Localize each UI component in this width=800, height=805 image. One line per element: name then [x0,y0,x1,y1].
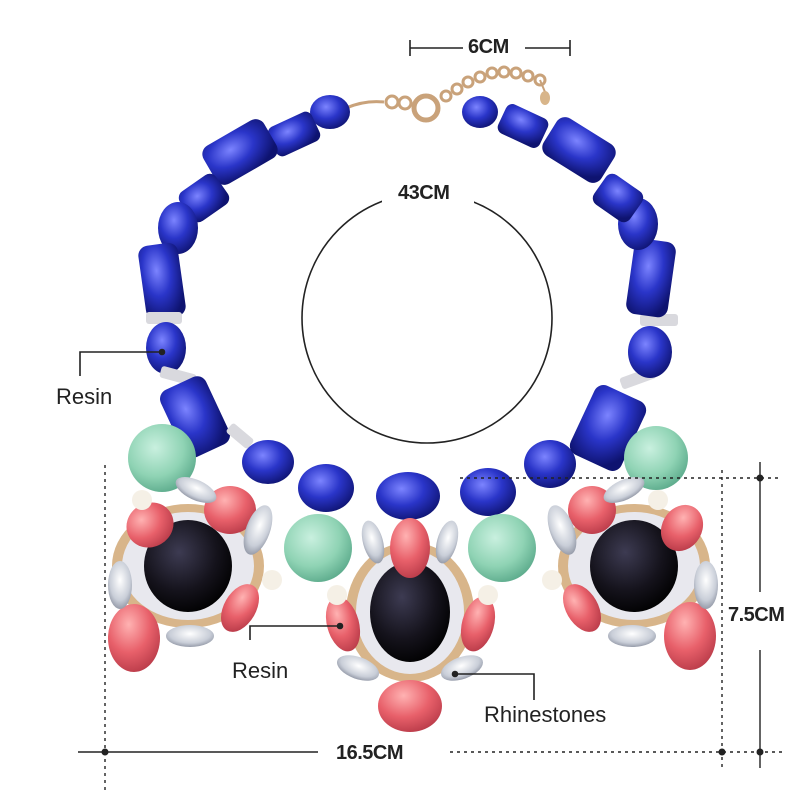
pendant-height-label: 7.5CM [728,604,785,626]
crystal-material-label: Rhinestones [484,702,607,727]
pendant-dimension-guides [78,462,782,790]
left-pendant [108,477,282,672]
chain-length-guide [301,180,553,444]
center-pendant [325,518,498,732]
pendant-width-label: 16.5CM [336,742,404,764]
pendant-stone-material-label: Resin [232,658,289,683]
callout-lines [79,348,535,700]
clasp-extension-label: 6CM [468,36,509,58]
blue-resin-beads [138,95,678,520]
right-pendant [542,477,718,670]
clasp-extension-guide [409,40,571,56]
chain-length-label: 43CM [398,182,450,204]
mint-resin-beads [128,424,688,582]
beads-material-label: Resin [56,384,113,409]
clasp-chain [345,65,550,123]
